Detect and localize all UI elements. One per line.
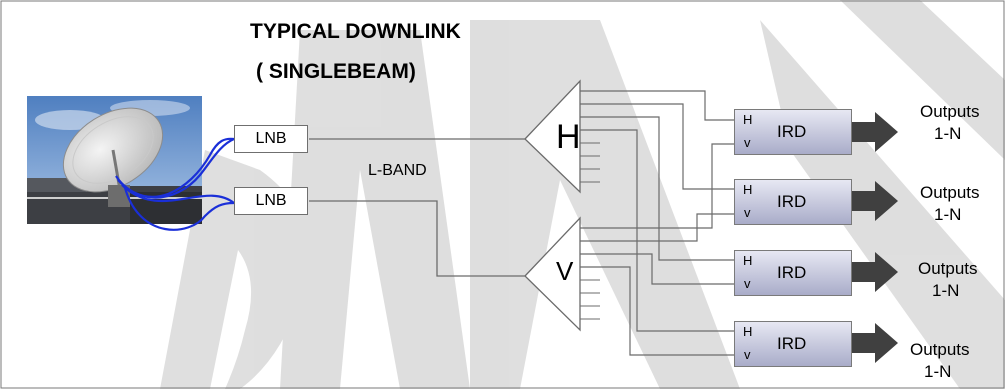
ird-h-port: H: [743, 324, 752, 339]
output-label-line1: Outputs: [920, 102, 980, 121]
splitter-h-label: H: [556, 118, 581, 157]
output-label-line2: 1-N: [920, 123, 980, 145]
diagram-title-line1: TYPICAL DOWNLINK: [250, 20, 461, 44]
ird-box: H v IRD: [734, 250, 852, 296]
output-label-line1: Outputs: [918, 259, 978, 278]
ird-box: H v IRD: [734, 179, 852, 225]
ird-h-port: H: [743, 182, 752, 197]
ird-label: IRD: [777, 192, 806, 212]
ird-label: IRD: [777, 334, 806, 354]
lnb-label: LNB: [235, 192, 307, 210]
splitter-v-label: V: [556, 256, 573, 287]
satellite-dish-image: [27, 91, 202, 224]
output-label-line1: Outputs: [910, 340, 970, 359]
lnb-box-h: LNB: [234, 125, 308, 153]
output-label: Outputs 1-N: [920, 101, 980, 145]
ird-box: H v IRD: [734, 321, 852, 367]
output-label-line2: 1-N: [910, 361, 970, 383]
output-label: Outputs 1-N: [910, 339, 970, 383]
ird-v-port: v: [744, 276, 751, 291]
ird-v-port: v: [744, 347, 751, 362]
output-label-line2: 1-N: [918, 280, 978, 302]
ird-label: IRD: [777, 263, 806, 283]
diagram-title-line2: ( SINGLEBEAM): [256, 60, 416, 84]
lband-label: L-BAND: [368, 162, 427, 180]
output-arrow-icon: [852, 323, 898, 363]
output-label: Outputs 1-N: [920, 182, 980, 226]
ird-box: H v IRD: [734, 109, 852, 155]
ird-h-port: H: [743, 253, 752, 268]
output-label: Outputs 1-N: [918, 258, 978, 302]
output-label-line2: 1-N: [920, 204, 980, 226]
ird-v-port: v: [744, 205, 751, 220]
ird-v-port: v: [744, 135, 751, 150]
output-label-line1: Outputs: [920, 183, 980, 202]
lnb-box-v: LNB: [234, 187, 308, 215]
ird-h-port: H: [743, 112, 752, 127]
ird-label: IRD: [777, 122, 806, 142]
lnb-label: LNB: [235, 130, 307, 148]
